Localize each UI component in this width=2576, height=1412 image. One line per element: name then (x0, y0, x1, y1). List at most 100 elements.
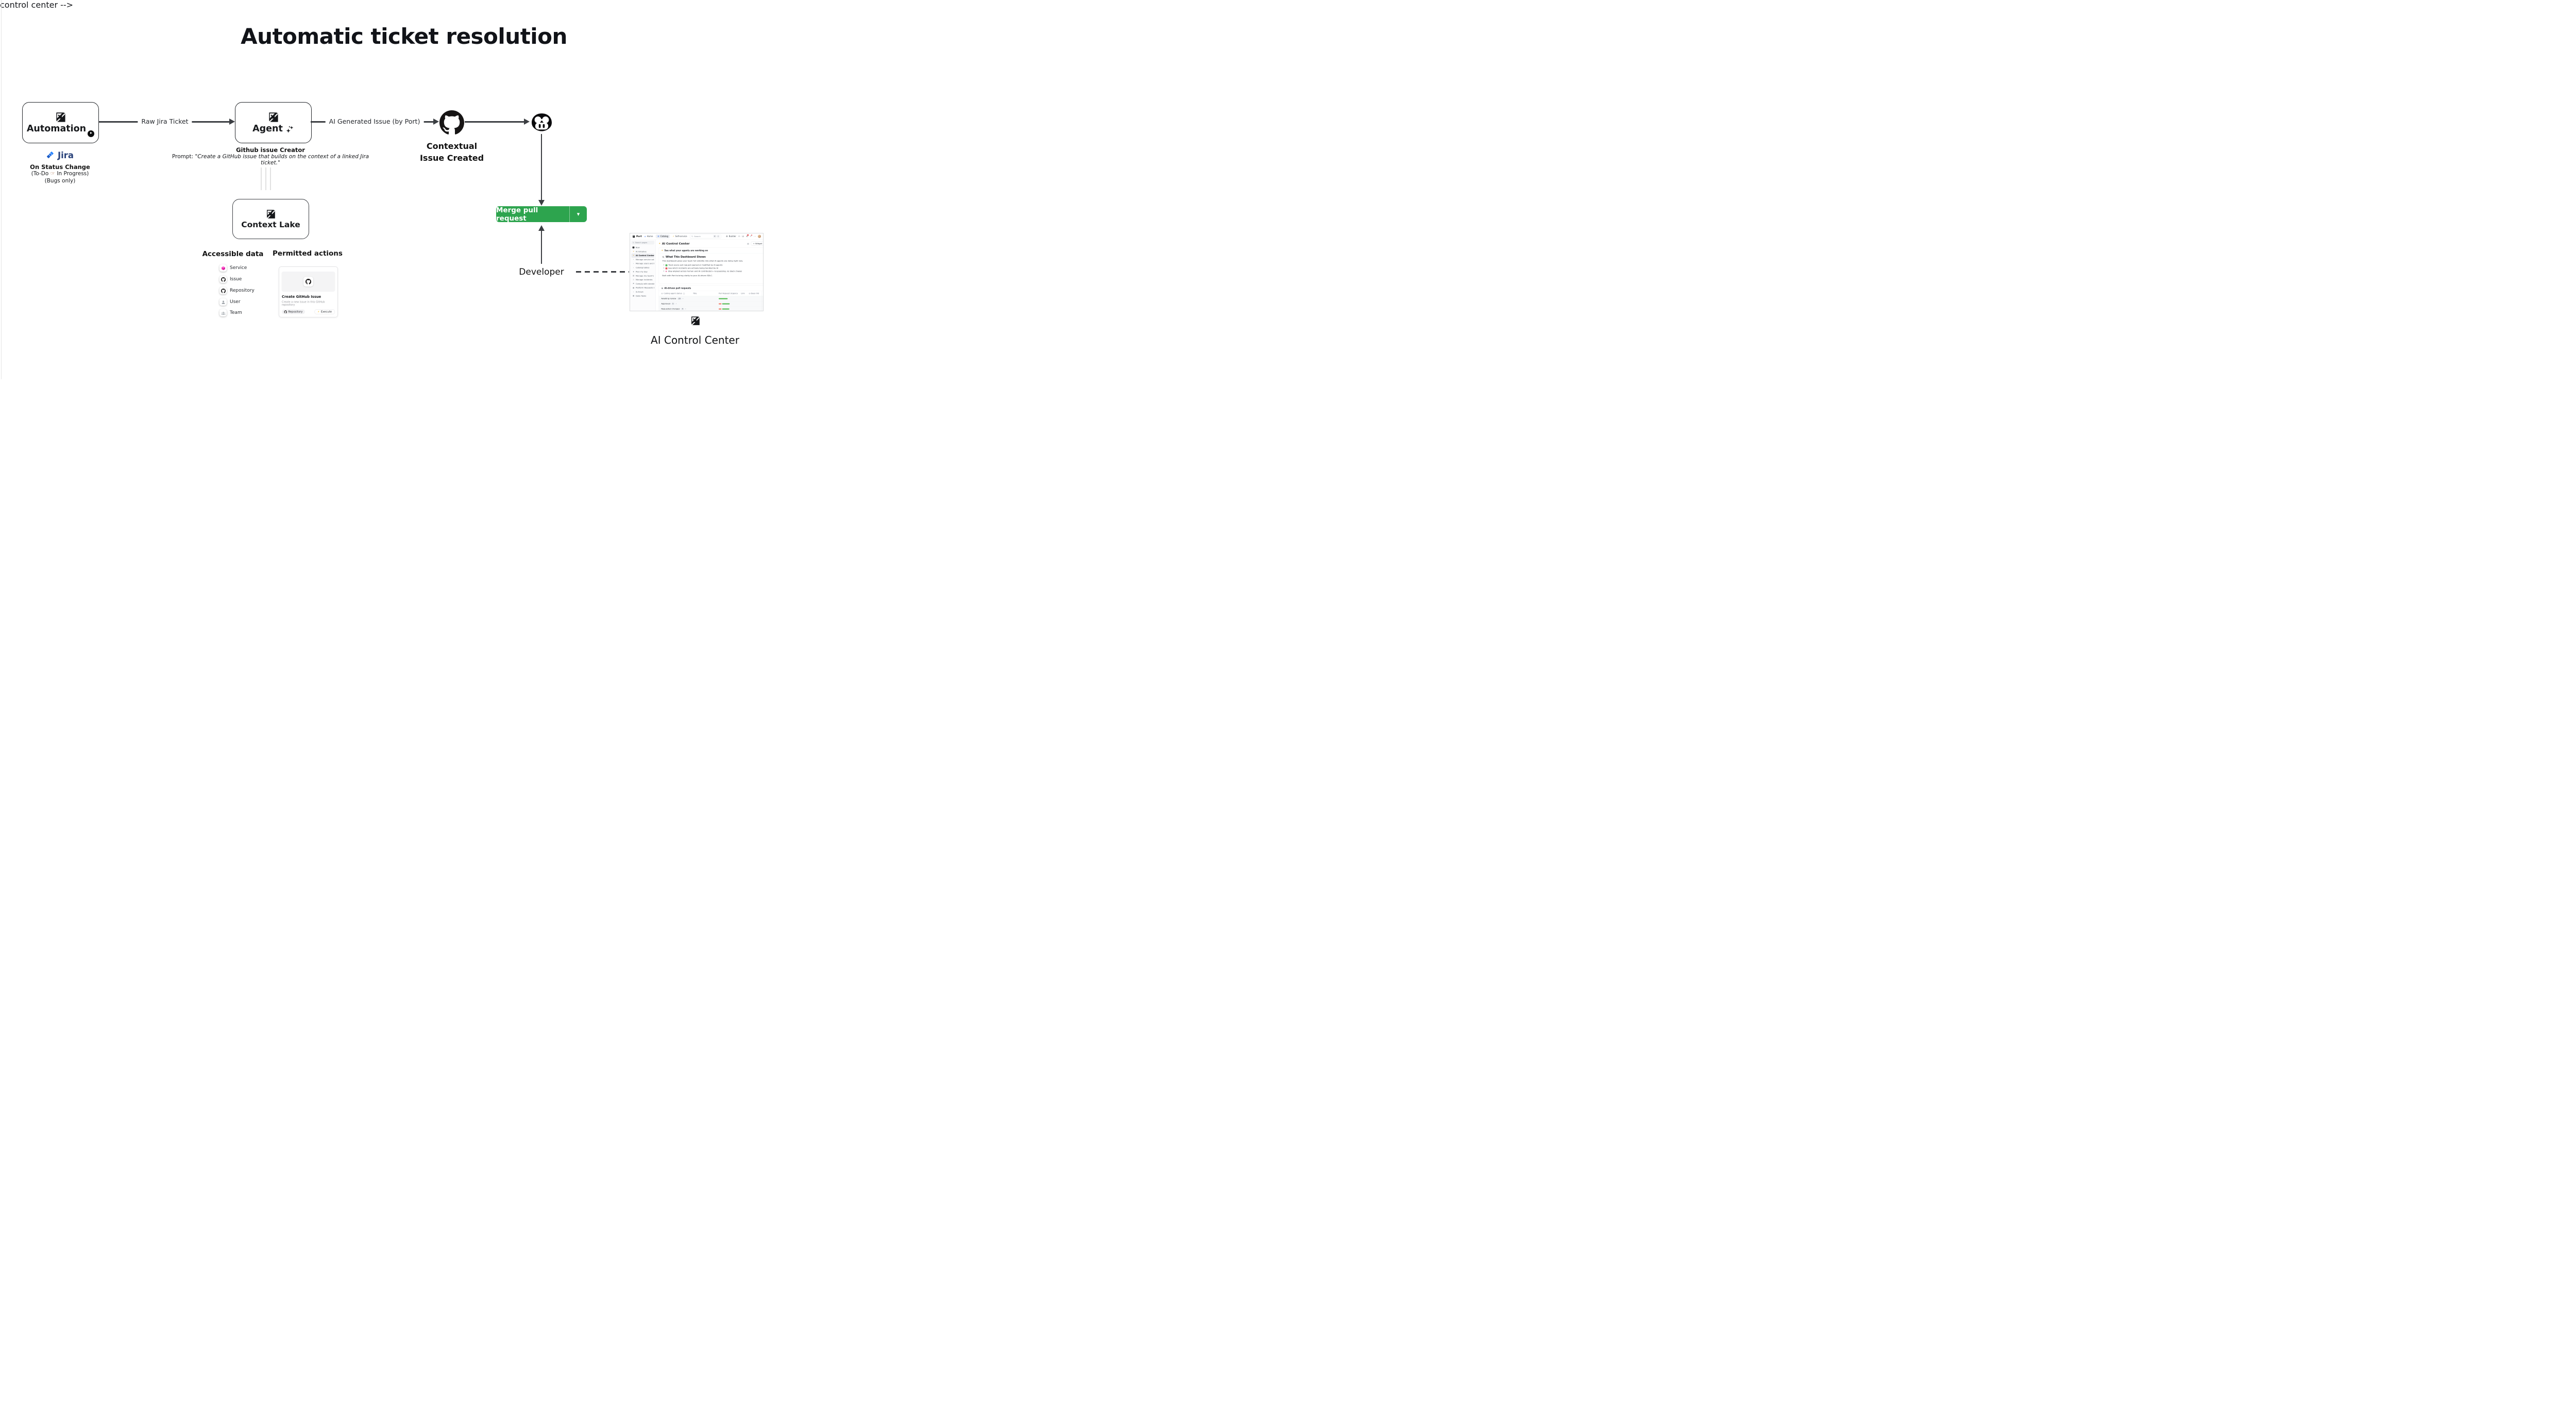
merge-dropdown-caret[interactable]: ▾ (569, 206, 587, 222)
mini-nav-catalog[interactable]: ☰ Catalog (655, 234, 670, 239)
sidebar-item-manage-service-catalog[interactable]: ›Manage service catalog (633, 258, 654, 261)
mini-search-input[interactable]: Search ⌘ K (689, 234, 721, 239)
mini-home-label: Home (647, 235, 653, 238)
target-icon: ◎ (749, 292, 751, 295)
mini-top-nav: Port ⌂ Home ☰ Catalog ⚡ Self-service Sea… (630, 233, 763, 240)
k-key: K (717, 235, 720, 238)
avatar[interactable] (757, 234, 761, 238)
mini-sidebar-search-placeholder: Search pages (635, 241, 648, 244)
more-icon[interactable]: ⋯ (753, 235, 756, 238)
port-logo-icon (55, 111, 66, 123)
mini-sidebar-search[interactable]: Search pages (631, 241, 654, 245)
mini-intro: This dashboard gives your team full visi… (662, 260, 743, 262)
diagram-canvas: Automatic ticket resolution Automation J… (0, 0, 808, 379)
sidebar-item-manage-team-work[interactable]: ▤Manage my team's w... (633, 274, 654, 277)
alert-icon: ! (665, 267, 668, 270)
team-icon[interactable] (747, 242, 750, 245)
add-widget-button[interactable]: + Widget (751, 241, 763, 246)
mini-table-title: AI-driven pull requests (664, 287, 691, 290)
mini-builder-label: Builder (728, 235, 736, 238)
repository-tag[interactable]: Repository (282, 309, 305, 314)
mini-footer: Built with Port to bring clarity to your… (662, 274, 713, 277)
action-card-description: Create a new issue in this GitHub reposi… (282, 300, 325, 307)
sidebar-item-platform-requests[interactable]: ▦Platform Requests Da... (633, 287, 654, 289)
sidebar-item-plan-my-day[interactable]: ◈Plan my day (633, 271, 648, 273)
mini-nav-home[interactable]: ⌂ Home (645, 235, 653, 238)
accessible-item-issue: Issue (230, 277, 242, 282)
user-icon (219, 298, 227, 306)
magnifier-icon (662, 256, 664, 258)
github-caption-line1: Contextual (426, 141, 478, 151)
execute-button[interactable]: ⚡ Execute (314, 309, 335, 314)
developer-label: Developer (519, 267, 564, 277)
edge-to-copilot-arrowhead (524, 118, 530, 125)
sidebar-item-new[interactable]: +New (632, 246, 640, 249)
team-icon (219, 309, 227, 316)
edge-raw-jira-label: Raw Jira Ticket (138, 117, 192, 125)
lightning-icon: ⚡ (317, 310, 319, 313)
agent-name: Github issue Creator (236, 146, 305, 154)
mini-self-service-label: Self-service (675, 235, 687, 238)
sparkle-icon: ✦ (661, 249, 664, 252)
mini-builder-button[interactable]: ⚙ Builder (726, 235, 736, 238)
sidebar-item-manage-incidents[interactable]: ⚠Manage incidents (633, 278, 653, 281)
info-icon: ⓘ (683, 292, 685, 295)
port-logo-icon (632, 235, 635, 238)
edge-to-copilot-line (465, 121, 526, 123)
mini-port-brand[interactable]: Port (632, 235, 642, 238)
accessible-item-user: User (230, 299, 241, 305)
sidebar-item-ai-control-center[interactable]: ✦AI Control Center (631, 253, 654, 258)
edge-developer-merge-arrowhead (538, 225, 545, 231)
port-logo-icon (265, 209, 276, 220)
ai-control-center-caption: AI Control Center (651, 334, 739, 346)
github-caption-line2: Issue Created (419, 153, 484, 163)
permitted-actions-title: Permitted actions (273, 249, 343, 258)
merge-pull-request-button[interactable]: Merge pull request ▾ (496, 206, 587, 223)
edge-generated-arrowhead (433, 118, 439, 125)
sidebar-item-comply-standards[interactable]: ⚑Comply with standar... (633, 282, 654, 285)
check-icon: ✔ (665, 264, 668, 266)
action-card: Create GitHub Issue Create a new issue i… (279, 266, 338, 317)
mini-banner-text: See what your agents are working on (664, 249, 708, 252)
copilot-icon (530, 113, 554, 133)
github-octocat-icon (439, 110, 464, 135)
announcements-icon[interactable]: ⚐ (750, 234, 752, 238)
accessible-item-team: Team (230, 310, 242, 315)
catalog-icon: ☰ (657, 235, 659, 238)
checklist-icon[interactable]: ☑ (742, 235, 744, 238)
sidebar-item-catalog-tables[interactable]: ›Catalog tables (633, 266, 650, 269)
action-card-hero (281, 272, 335, 292)
urgency-bar-green (722, 308, 730, 310)
brain-icon: ● (665, 270, 667, 273)
mini-search-placeholder: Search (694, 235, 701, 238)
action-card-title: Create GitHub Issue (282, 295, 321, 299)
target-icon: ◎ (661, 292, 663, 295)
github-octocat-icon (219, 287, 227, 294)
accessible-data-title: Accessible data (202, 250, 264, 258)
prompt-label: Prompt: (172, 154, 195, 160)
sidebar-item-surveys[interactable]: ›Surveys (633, 291, 643, 293)
gear-icon: ⚙ (726, 235, 728, 238)
sidebar-item-daily-tasks[interactable]: ▦Daily Tasks (633, 295, 647, 297)
mini-table-card: AI-driven pull requests ◎Coding agent st… (658, 285, 763, 311)
jira-logo: Jira (22, 150, 98, 160)
automation-trigger: On Status Change (30, 163, 90, 171)
invite-user-icon[interactable]: ⚇ (738, 235, 740, 238)
sidebar-item-ai-initiative[interactable]: ✦AI Initiative (633, 250, 647, 253)
history-icon[interactable]: ⟲2 (746, 234, 749, 238)
mini-nav-self-service[interactable]: ⚡ Self-service (673, 235, 687, 238)
sidebar-item-manage-users-teams[interactable]: ›Manage users and teams (633, 262, 654, 265)
automation-label: Automation (26, 124, 87, 135)
context-lake-label: Context Lake (241, 220, 300, 230)
automation-transition: (To-Do ☞ In Progress) (7, 171, 113, 177)
sparkle-icon: ✦ (658, 242, 661, 245)
prompt-quote: "Create a GitHub issue that builds on th… (195, 154, 369, 166)
merge-button-label[interactable]: Merge pull request (496, 206, 538, 223)
agent-label: Agent (252, 124, 283, 135)
cmd-key: ⌘ (713, 235, 717, 238)
play-icon[interactable] (88, 130, 95, 137)
